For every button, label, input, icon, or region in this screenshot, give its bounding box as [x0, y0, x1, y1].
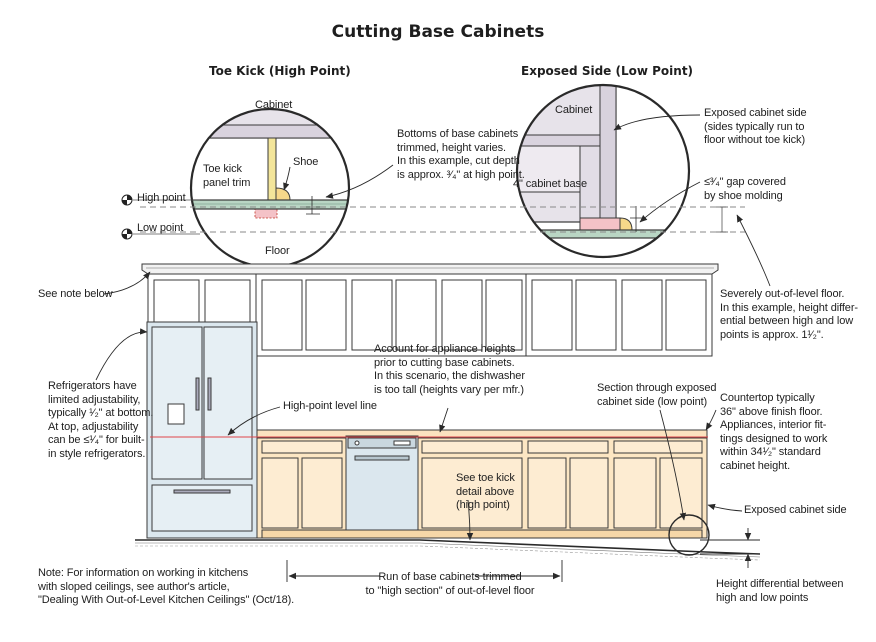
detail-floor-left — [191, 199, 349, 210]
detail-cabinet-label-left: Cabinet — [255, 99, 293, 111]
refrigerator — [146, 321, 258, 539]
height-differential-callout: Height differential between high and low… — [716, 578, 844, 604]
toe-kick-trim-label: Toe kick panel trim — [203, 163, 251, 189]
article-note: Note: For information on working in kitc… — [38, 567, 295, 606]
detail-floor-right — [517, 229, 689, 239]
detail-circle-right — [515, 83, 691, 259]
out-of-level-callout: Severely out-of-level floor. In this exa… — [720, 288, 858, 341]
exposed-side-detail-title: Exposed Side (Low Point) — [521, 64, 694, 78]
run-dimension — [286, 560, 563, 582]
diagram-title: Cutting Base Cabinets — [331, 22, 545, 42]
toe-kick-detail-title: Toe Kick (High Point) — [209, 64, 351, 78]
appliance-heights-callout: Account for appliance heights prior to c… — [374, 343, 525, 396]
toe-kick-panel-trim — [267, 137, 277, 201]
run-trimmed-callout: Run of base cabinets trimmed to "high se… — [365, 571, 535, 597]
refrigerators-callout: Refrigerators have limited adjustability… — [48, 380, 154, 460]
exposed-side-detail — [515, 83, 691, 259]
upper-cabinets — [147, 273, 713, 357]
sloped-floor — [135, 539, 761, 561]
height-differential-dimension — [700, 528, 760, 568]
exposed-cabinet-side-callout: Exposed cabinet side — [744, 504, 847, 516]
low-point-marker-icon — [121, 228, 133, 240]
detail-cabinet-label-right: Cabinet — [555, 104, 593, 116]
high-point-line-callout: High-point level line — [283, 400, 377, 412]
see-toe-kick-callout: See toe kick detail above (high point) — [456, 472, 515, 511]
base-cabinets — [256, 429, 708, 539]
countertop-callout: Countertop typically 36" above finish fl… — [720, 392, 828, 472]
crown-molding — [141, 263, 719, 275]
exposed-side-detail-callout: Exposed cabinet side (sides typically ru… — [704, 107, 807, 146]
high-point-marker-icon — [121, 194, 133, 206]
cabinet-base-label: 4" cabinet base — [513, 178, 587, 190]
high-point-label: High point — [137, 192, 186, 204]
floor-label: Floor — [265, 245, 290, 257]
gap-covered-callout: ≤³⁄₄" gap covered by shoe molding — [704, 176, 786, 202]
cabinet-base-block — [579, 217, 621, 231]
section-exposed-callout: Section through exposed cabinet side (lo… — [597, 382, 717, 408]
leader-lines — [95, 114, 771, 541]
see-note-callout: See note below — [38, 288, 113, 300]
level-reference-lines — [121, 194, 745, 240]
bottoms-trimmed-callout: Bottoms of base cabinets trimmed, height… — [397, 128, 525, 181]
shoe-label: Shoe — [293, 156, 319, 168]
section-circle-exposed-side — [668, 514, 710, 556]
low-point-label: Low point — [137, 222, 184, 234]
